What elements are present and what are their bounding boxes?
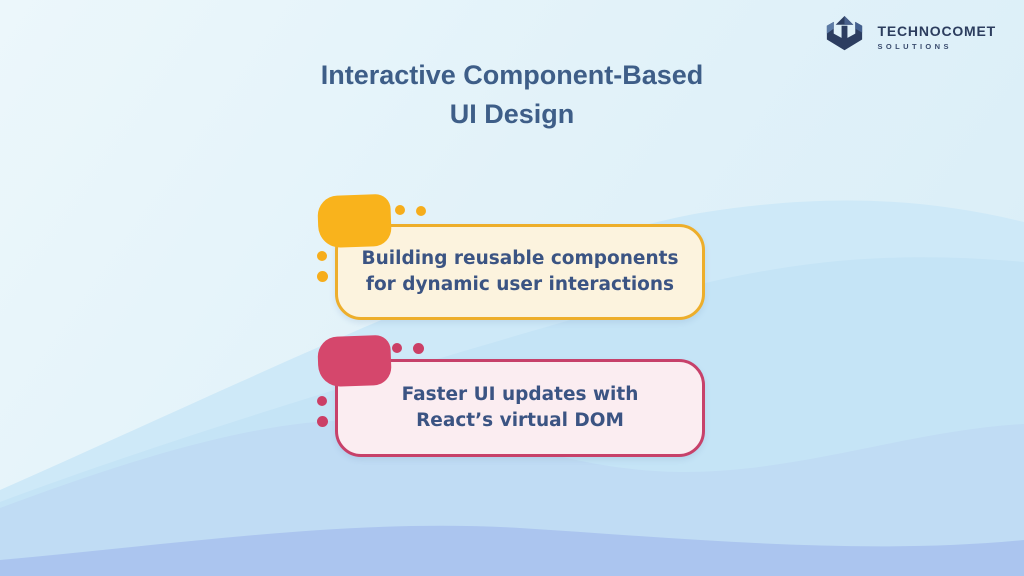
- accent-dot: [317, 271, 328, 282]
- accent-dot: [392, 343, 402, 353]
- accent-dot: [395, 205, 405, 215]
- card-text-line: Faster UI updates with: [401, 384, 639, 405]
- card-accent-badge-yellow: [317, 193, 392, 249]
- card-accent-badge-pink: [317, 334, 392, 388]
- title-line-1: Interactive Component-Based: [320, 60, 704, 90]
- card-text-line: React’s virtual DOM: [416, 410, 624, 431]
- hexagon-up-arrow-icon: [826, 15, 862, 51]
- logo-company-name: TECHNOCOMET: [877, 22, 996, 39]
- card-text-line: Building reusable components: [361, 248, 679, 269]
- wave-layer-4: [0, 525, 1024, 576]
- accent-dot: [413, 343, 424, 354]
- card-text-line: for dynamic user interactions: [365, 274, 675, 295]
- logo-tagline: SOLUTIONS: [877, 41, 952, 51]
- accent-dot: [317, 416, 328, 427]
- logo: TECHNOCOMET SOLUTIONS: [821, 13, 996, 60]
- card-reusable-components: Building reusable components for dynamic…: [335, 224, 705, 320]
- accent-dot: [317, 396, 327, 406]
- accent-dot: [416, 206, 426, 216]
- logo-text: TECHNOCOMET SOLUTIONS: [878, 23, 996, 51]
- title-line-2: UI Design: [449, 99, 575, 129]
- card-virtual-dom: Faster UI updates with React’s virtual D…: [335, 359, 705, 457]
- page-title: Interactive Component-Based UI Design: [0, 56, 1024, 134]
- accent-dot: [317, 251, 327, 261]
